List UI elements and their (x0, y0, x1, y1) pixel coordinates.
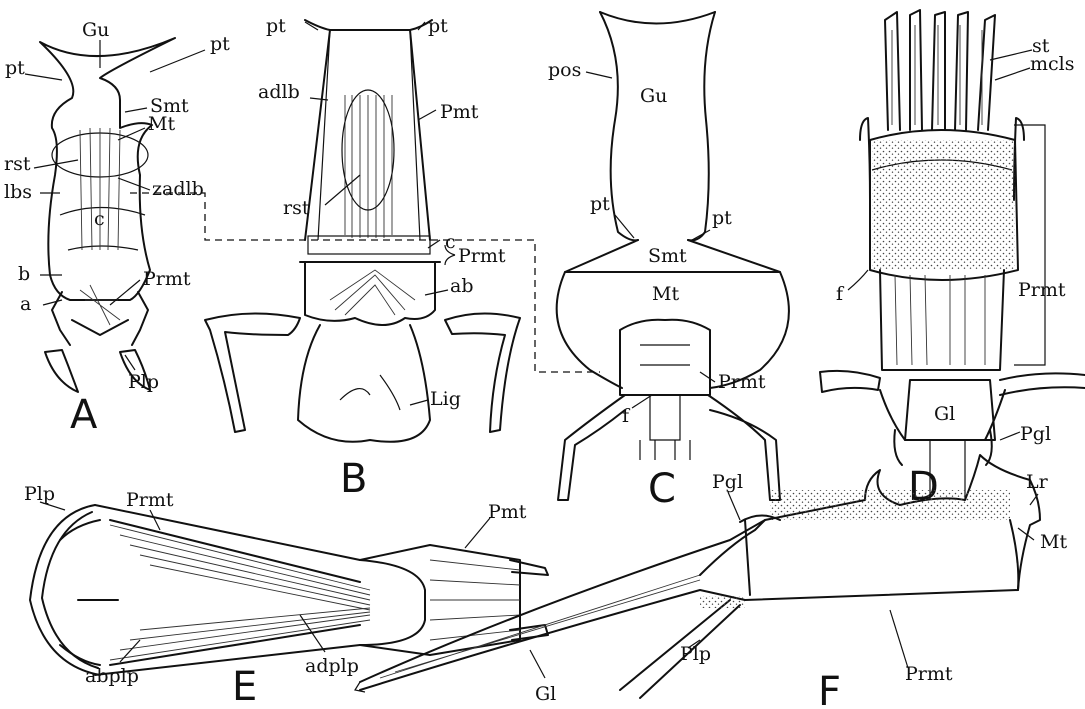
label-f-prmt: Prmt (905, 663, 953, 685)
label-a-b: b (18, 263, 30, 285)
label-b-lig: Lig (430, 388, 461, 410)
label-a-zadlb: zadlb (152, 178, 204, 200)
label-a-prmt: Prmt (143, 268, 191, 290)
dashed-connector (130, 193, 600, 372)
label-c-prmt: Prmt (718, 371, 766, 393)
letter-f: F (818, 669, 841, 709)
label-d-mcls: mcls (1030, 53, 1075, 75)
label-a-a: a (20, 293, 31, 315)
label-a-pt-right: pt (210, 33, 230, 55)
label-b-prmt: Prmt (458, 245, 506, 267)
label-c-f: f (622, 405, 631, 427)
figure-a-drawing (40, 38, 175, 392)
label-a-mt: Mt (148, 113, 175, 135)
label-d-gl: Gl (934, 403, 955, 425)
figure-c: pos Gu pt pt Smt Mt f Prmt C (548, 12, 789, 512)
label-e-pmt: Pmt (488, 501, 527, 523)
label-a-pt-left: pt (5, 57, 25, 79)
label-b-pt-left: pt (266, 15, 286, 37)
label-a-plp: Plp (128, 371, 159, 393)
label-c-gu: Gu (640, 85, 667, 107)
label-b-rst: rst (283, 197, 310, 219)
label-f-plp: Plp (680, 643, 711, 665)
label-f-gl: Gl (535, 683, 556, 705)
label-e-plp: Plp (24, 483, 55, 505)
figure-b: pt pt adlb Pmt rst c Prmt ab Lig B (205, 15, 520, 502)
letter-e: E (232, 664, 257, 709)
label-d-f: f (836, 283, 845, 305)
label-d-pgl: Pgl (1020, 423, 1051, 445)
label-a-gu: Gu (82, 19, 109, 41)
label-c-pt-left: pt (590, 193, 610, 215)
label-c-pt-right: pt (712, 207, 732, 229)
label-a-c: c (94, 208, 105, 230)
label-a-rst: rst (4, 153, 31, 175)
label-b-c: c (445, 231, 456, 253)
label-e-adplp: adplp (305, 655, 359, 677)
label-f-pgl: Pgl (712, 471, 743, 493)
label-c-mt: Mt (652, 283, 679, 305)
letter-c: C (648, 466, 676, 512)
figure-a-leaders (25, 40, 205, 370)
label-a-lbs: lbs (4, 181, 32, 203)
label-f-lr: Lr (1026, 471, 1049, 493)
label-b-pt-right: pt (428, 15, 448, 37)
label-e-abplp: abplp (85, 665, 139, 687)
label-f-mt: Mt (1040, 531, 1067, 553)
label-c-smt: Smt (648, 245, 687, 267)
figure-a: Gu pt pt Smt Mt rst zadlb lbs c b a Prmt… (4, 19, 230, 438)
letter-b: B (340, 456, 367, 502)
label-b-adlb: adlb (258, 81, 300, 103)
figure-d: st mcls f Prmt Gl Pgl D (820, 10, 1085, 510)
label-c-pos: pos (548, 59, 581, 81)
letter-a: A (70, 392, 98, 438)
label-b-ab: ab (450, 275, 474, 297)
figure-b-drawing (205, 20, 520, 442)
label-e-prmt: Prmt (126, 489, 174, 511)
label-b-pmt: Pmt (440, 101, 479, 123)
label-d-prmt: Prmt (1018, 279, 1066, 301)
figure-e: Plp Prmt Pmt adplp abplp E (24, 483, 548, 709)
